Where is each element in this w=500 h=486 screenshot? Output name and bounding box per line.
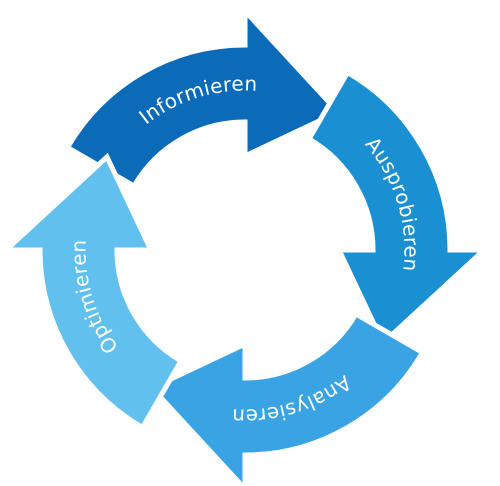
arrow-optimieren: [0, 152, 185, 431]
arrow-ausprobieren: [305, 69, 491, 348]
arrow-analysieren: [147, 310, 426, 486]
arrow-informieren: [64, 4, 343, 190]
cycle-arrows: [0, 4, 491, 486]
